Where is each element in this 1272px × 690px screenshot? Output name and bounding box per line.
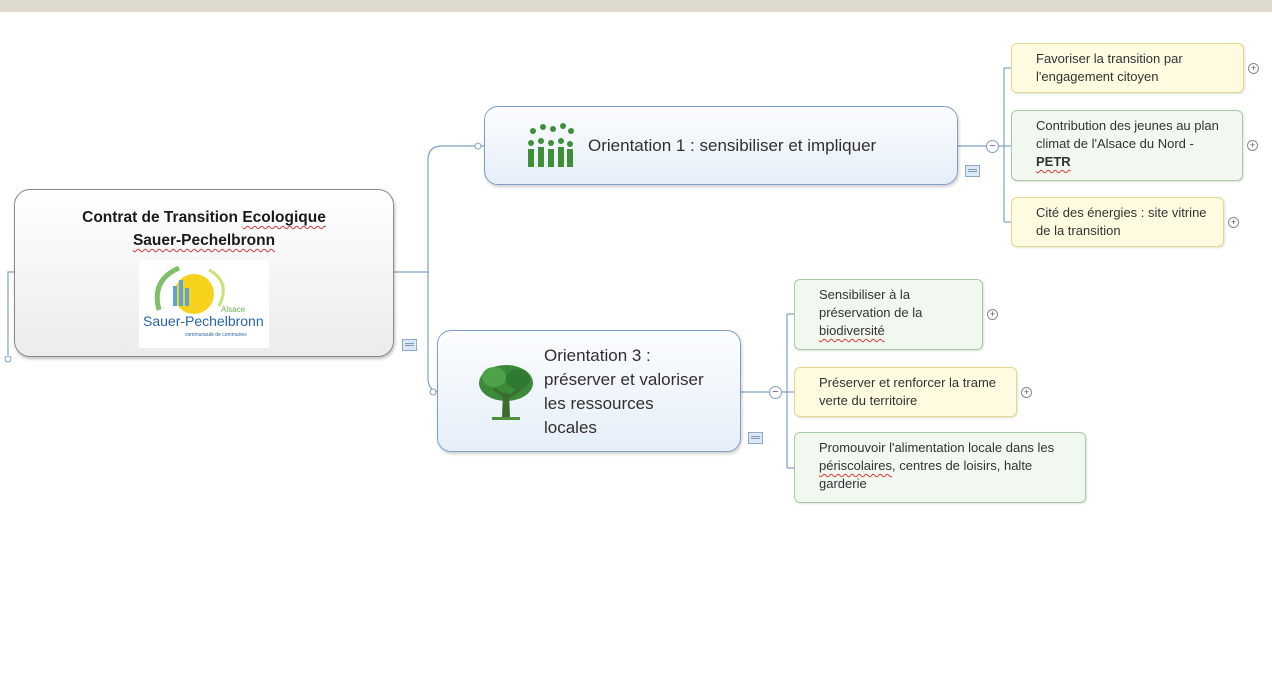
central-title-part2: Ecologique [242,209,326,226]
topic-label-periscolaires: périscolaires [819,458,892,473]
topic-trame-verte[interactable]: Préserver et renforcer la trame verte du… [794,367,1017,417]
central-title-line2: Sauer-Pechelbronn [132,232,276,249]
topic-alimentation-locale[interactable]: Promouvoir l'alimentation locale dans le… [794,432,1086,503]
expand-button[interactable]: + [1247,140,1258,151]
topic-label-rest: , centres de loisirs, halte garderie [819,458,1033,491]
topic-label-petr: PETR [1036,154,1071,169]
collapse-orientation-1-button[interactable]: − [986,140,999,153]
expand-button[interactable]: + [1248,63,1259,74]
note-icon[interactable] [748,432,763,444]
window-top-bar [0,0,1272,12]
note-icon[interactable] [402,339,417,351]
topic-label: Contribution des jeunes au plan climat d… [1036,118,1219,151]
central-title-part1: Contrat de Transition [82,209,243,226]
topic-label-biodiversite: biodiversité [819,323,885,338]
central-topic-title: Contrat de Transition Ecologique Sauer-P… [15,206,393,252]
topic-label: Cité des énergies : site vitrine de la t… [1036,205,1207,238]
collapse-orientation-3-button[interactable]: − [769,386,782,399]
topic-label: Favoriser la transition par l'engagement… [1036,51,1183,84]
orientation-1-topic[interactable]: Orientation 1 : sensibiliser et implique… [484,106,958,185]
topic-label: Préserver et renforcer la trame verte du… [819,375,997,408]
topic-engagement-citoyen[interactable]: Favoriser la transition par l'engagement… [1011,43,1244,93]
logo-main-text: Sauer-Pechelbronn [143,313,264,329]
orientation-3-label: Orientation 3 : préserver et valoriser l… [544,346,704,437]
people-icon [523,119,579,180]
expand-button[interactable]: + [1228,217,1239,228]
topic-label: Promouvoir l'alimentation locale dans le… [819,440,1055,455]
topic-cite-des-energies[interactable]: Cité des énergies : site vitrine de la t… [1011,197,1224,247]
logo-sub-text: communauté de communes [185,332,247,338]
expand-button[interactable]: + [987,309,998,320]
logo-alsace-text: Alsace [221,305,246,314]
orientation-3-topic[interactable]: Orientation 3 : préserver et valoriser l… [437,330,741,452]
topic-biodiversite[interactable]: Sensibiliser à la préservation de la bio… [794,279,983,350]
topic-label: Sensibiliser à la préservation de la [819,287,923,320]
orientation-1-label: Orientation 1 : sensibiliser et implique… [588,136,877,155]
central-topic[interactable]: Contrat de Transition Ecologique Sauer-P… [14,189,394,357]
tree-icon [476,361,536,428]
expand-button[interactable]: + [1021,387,1032,398]
note-icon[interactable] [965,165,980,177]
sauer-pechelbronn-logo: Alsace Sauer-Pechelbronn communauté de c… [139,260,269,348]
topic-contribution-jeunes[interactable]: Contribution des jeunes au plan climat d… [1011,110,1243,181]
